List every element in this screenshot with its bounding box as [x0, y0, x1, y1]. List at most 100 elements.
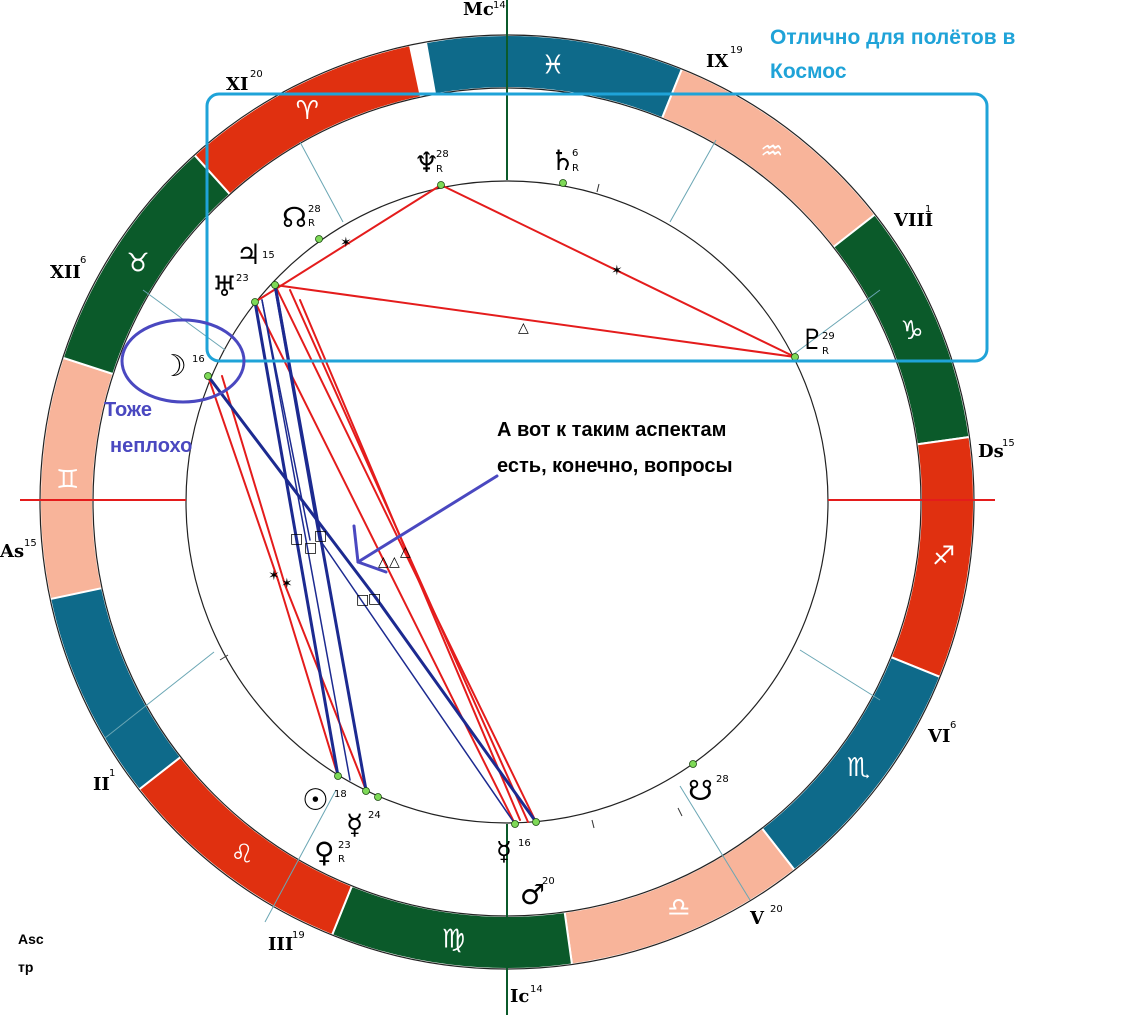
sun-degree: 18 — [334, 789, 347, 800]
aspect-thin-b — [261, 299, 351, 781]
aspect-jupiter-pluto — [274, 284, 796, 358]
pluto-dot — [791, 353, 799, 361]
house-5-label: V — [749, 908, 765, 929]
space-title-2: Космос — [770, 60, 847, 83]
mc-label: Mc — [463, 0, 494, 20]
trine-symbol: △ — [400, 544, 411, 560]
square-symbol: □ — [290, 531, 303, 547]
house-6-label: VI — [927, 726, 950, 747]
house-3-degree: 19 — [292, 930, 305, 941]
house-12-label: XII — [50, 262, 81, 283]
scorpio-icon: ♏ — [847, 753, 870, 783]
sun-icon: ☉ — [302, 783, 329, 818]
uranus-icon: ♅ — [212, 270, 237, 303]
square-symbol: □ — [304, 540, 317, 556]
aspect-lines — [206, 184, 796, 825]
venus-degree: 23 — [338, 840, 351, 851]
neptune-degree: 28 — [436, 149, 449, 160]
planet-dots — [204, 179, 799, 828]
asc-transit-label: тр — [18, 959, 33, 975]
mercury-dot — [362, 787, 370, 795]
aspect-uranus-sun — [253, 300, 340, 778]
aspect-red-extra — [299, 299, 521, 821]
house-3-label: III — [268, 934, 293, 955]
sextile-symbol: ✶ — [281, 576, 293, 592]
aspect-jupiter-square — [273, 283, 322, 542]
house-2-label: II — [93, 774, 110, 795]
moon-highlight-ellipse — [120, 318, 246, 404]
capricorn-icon: ♑ — [900, 316, 923, 346]
venus-retro: R — [338, 854, 345, 865]
north-node-degree: 28 — [308, 204, 321, 215]
zodiac-ring: ♓♒♑♐♏♎♍♌♋♊♉♈ — [39, 34, 975, 970]
house-11-label: XI — [226, 74, 248, 95]
aspect-thin-c — [319, 539, 516, 825]
gemini-icon: ♊ — [56, 465, 79, 495]
inner-wheel — [185, 180, 829, 824]
sagittarius-icon: ♐ — [932, 542, 955, 572]
mercury2-icon: ☿ — [496, 837, 512, 867]
south-node-degree: 28 — [716, 774, 729, 785]
moon-icon: ☽ — [160, 349, 187, 384]
ds-label: Ds — [978, 441, 1004, 462]
taurus-icon: ♉ — [126, 248, 149, 278]
house-cusp-11 — [299, 141, 344, 223]
axis-labels: Mc 14 Ic 14 As 15 Ds 15 — [0, 0, 1015, 1007]
trine-symbol: △ — [378, 554, 389, 570]
question-note-2: есть, конечно, вопросы — [497, 455, 733, 477]
house-5-degree: 20 — [770, 904, 783, 915]
mars-icon: ♂ — [520, 878, 545, 911]
aries-icon: ♈ — [296, 96, 319, 126]
aspect-neptune-uranus — [254, 184, 442, 303]
libra-icon: ♎ — [667, 893, 690, 923]
square-symbol: □ — [356, 592, 369, 608]
aspect-jupiter-mercury — [274, 284, 537, 823]
house-cusp-8 — [793, 289, 881, 355]
ds-degree: 15 — [1002, 438, 1015, 449]
jupiter-icon: ♃ — [236, 238, 261, 271]
house-11-degree: 20 — [250, 69, 263, 80]
leo-icon: ♌ — [231, 839, 254, 869]
pluto-icon: ♇ — [800, 323, 825, 356]
mc-degree: 14 — [493, 0, 506, 11]
square-symbol: □ — [314, 528, 327, 544]
ic-label: Ic — [510, 986, 529, 1007]
house-cusp-5 — [679, 785, 751, 901]
pisces-icon: ♓ — [541, 50, 564, 80]
question-note: А вот к таким аспектам — [497, 419, 726, 441]
trine-symbol: △ — [389, 554, 400, 570]
planet-labels: ♆ 28 R ♄ 6 R ☊ 28 R ♃ 15 ♅ 23 ♇ 29 R ☽ 1… — [160, 144, 835, 911]
saturn-icon: ♄ — [550, 144, 575, 177]
sextile-symbol: ✶ — [268, 568, 280, 584]
north-node-icon: ☊ — [282, 201, 307, 234]
house-8-degree: 1 — [925, 204, 931, 215]
house-9-label: IX — [706, 51, 728, 72]
as-degree: 15 — [24, 538, 37, 549]
aspect-moon-mercury — [284, 584, 367, 791]
jupiter-dot — [271, 281, 279, 289]
degree-ticks — [219, 183, 683, 829]
house-2-degree: 1 — [109, 768, 115, 779]
north-node-retro: R — [308, 218, 315, 229]
uranus-degree: 23 — [236, 273, 249, 284]
venus-icon: ♀ — [314, 836, 335, 869]
house-cusp-2 — [104, 651, 215, 739]
house-cusp-6 — [799, 649, 881, 701]
mercury2-dot — [511, 820, 519, 828]
neptune-retro: R — [436, 164, 443, 175]
pluto-retro: R — [822, 346, 829, 357]
aspect-symbols: ✶ ✶ △ ✶ ✶ △ △ △ □ □ □ □ □ — [268, 235, 623, 608]
question-arrow — [352, 474, 499, 574]
moon-note: Тоже — [104, 399, 152, 421]
square-symbol: □ — [368, 591, 381, 607]
mars-dot — [532, 818, 540, 826]
virgo-icon: ♍ — [442, 925, 465, 955]
saturn-degree: 6 — [572, 148, 578, 159]
trine-symbol: △ — [518, 320, 529, 336]
aspect-square-mercury — [374, 596, 538, 824]
aspect-moon-sun — [277, 579, 339, 777]
neptune-dot — [437, 181, 445, 189]
saturn-dot — [559, 179, 567, 187]
house-12-degree: 6 — [80, 255, 86, 266]
